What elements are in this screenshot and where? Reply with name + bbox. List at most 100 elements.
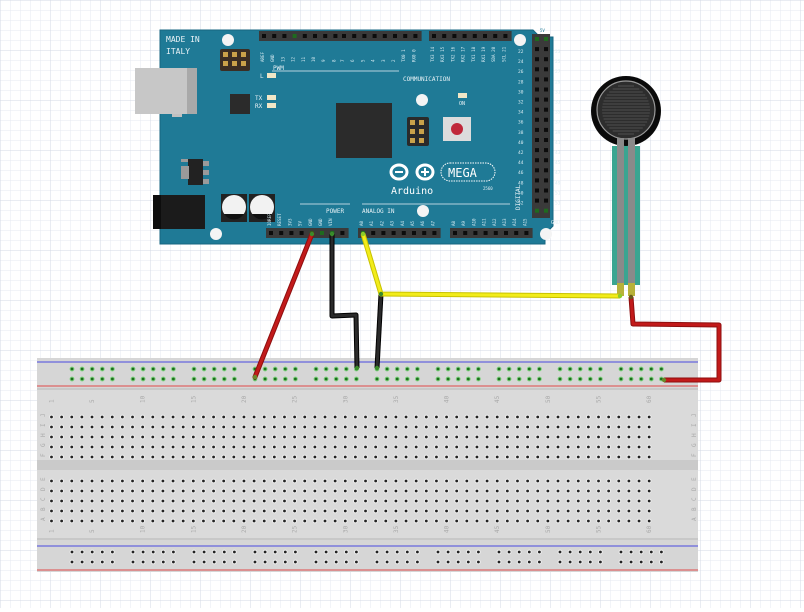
power-rail-hole[interactable] xyxy=(192,377,196,381)
breadboard-hole[interactable] xyxy=(556,445,560,449)
breadboard-hole[interactable] xyxy=(597,445,600,449)
header-pin[interactable] xyxy=(544,87,548,92)
header-pin[interactable] xyxy=(544,198,548,203)
power-rail-hole[interactable] xyxy=(294,550,297,554)
breadboard-hole[interactable] xyxy=(161,415,165,419)
power-rail-hole[interactable] xyxy=(141,550,145,554)
breadboard-hole[interactable] xyxy=(313,435,317,439)
power-rail-hole[interactable] xyxy=(578,367,582,371)
header-pin[interactable] xyxy=(393,34,397,38)
breadboard-hole[interactable] xyxy=(516,509,519,513)
breadboard-hole[interactable] xyxy=(100,455,104,459)
power-rail-hole[interactable] xyxy=(619,377,623,381)
power-rail-hole[interactable] xyxy=(568,377,572,381)
breadboard-hole[interactable] xyxy=(212,425,215,429)
breadboard-hole[interactable] xyxy=(455,499,459,503)
power-rail-hole[interactable] xyxy=(100,367,104,371)
breadboard-hole[interactable] xyxy=(50,509,53,513)
breadboard-hole[interactable] xyxy=(272,519,276,523)
breadboard-hole[interactable] xyxy=(323,519,327,523)
breadboard-hole[interactable] xyxy=(262,445,266,449)
breadboard-hole[interactable] xyxy=(262,435,266,439)
breadboard-hole[interactable] xyxy=(343,519,347,523)
breadboard-hole[interactable] xyxy=(414,415,418,419)
header-pin[interactable] xyxy=(544,178,548,183)
breadboard-hole[interactable] xyxy=(110,509,114,513)
breadboard-hole[interactable] xyxy=(222,499,226,503)
power-rail-hole[interactable] xyxy=(416,560,419,564)
breadboard-hole[interactable] xyxy=(597,435,600,439)
breadboard-hole[interactable] xyxy=(343,425,347,429)
breadboard-hole[interactable] xyxy=(516,479,519,483)
breadboard-hole[interactable] xyxy=(505,445,509,449)
header-pin[interactable] xyxy=(323,34,328,38)
power-rail-hole[interactable] xyxy=(497,367,501,371)
power-rail-hole[interactable] xyxy=(202,560,206,564)
breadboard-hole[interactable] xyxy=(50,445,53,449)
breadboard-hole[interactable] xyxy=(424,415,428,419)
breadboard-hole[interactable] xyxy=(566,489,570,493)
breadboard-hole[interactable] xyxy=(374,509,378,513)
breadboard-hole[interactable] xyxy=(536,509,540,513)
breadboard-hole[interactable] xyxy=(414,445,418,449)
breadboard-hole[interactable] xyxy=(556,425,560,429)
breadboard-hole[interactable] xyxy=(283,479,286,483)
breadboard-hole[interactable] xyxy=(475,455,479,459)
breadboard-hole[interactable] xyxy=(70,455,74,459)
breadboard-hole[interactable] xyxy=(171,509,175,513)
header-pin[interactable] xyxy=(544,208,548,213)
power-rail-hole[interactable] xyxy=(436,550,440,554)
breadboard-hole[interactable] xyxy=(232,435,236,439)
breadboard-hole[interactable] xyxy=(586,519,590,523)
breadboard-hole[interactable] xyxy=(586,435,590,439)
power-rail-hole[interactable] xyxy=(192,550,196,554)
power-rail-hole[interactable] xyxy=(395,367,399,371)
breadboard-hole[interactable] xyxy=(566,509,570,513)
power-rail-hole[interactable] xyxy=(334,377,338,381)
breadboard-hole[interactable] xyxy=(313,519,317,523)
breadboard-hole[interactable] xyxy=(202,435,205,439)
breadboard-hole[interactable] xyxy=(232,425,236,429)
breadboard-hole[interactable] xyxy=(252,489,256,493)
header-pin[interactable] xyxy=(463,231,468,235)
breadboard-hole[interactable] xyxy=(495,455,499,459)
breadboard-hole[interactable] xyxy=(343,489,347,493)
power-rail-hole[interactable] xyxy=(70,550,74,554)
breadboard-hole[interactable] xyxy=(374,425,378,429)
breadboard-hole[interactable] xyxy=(516,499,519,503)
header-pin[interactable] xyxy=(279,231,284,235)
breadboard-hole[interactable] xyxy=(262,509,266,513)
breadboard-hole[interactable] xyxy=(586,509,590,513)
breadboard-hole[interactable] xyxy=(262,489,266,493)
breadboard-hole[interactable] xyxy=(212,445,215,449)
breadboard-hole[interactable] xyxy=(242,489,246,493)
breadboard-hole[interactable] xyxy=(475,435,479,439)
power-rail-hole[interactable] xyxy=(314,367,318,371)
header-pin[interactable] xyxy=(483,34,487,38)
breadboard-hole[interactable] xyxy=(242,479,246,483)
breadboard-hole[interactable] xyxy=(414,479,418,483)
breadboard-hole[interactable] xyxy=(414,435,418,439)
breadboard-hole[interactable] xyxy=(637,435,641,439)
breadboard-hole[interactable] xyxy=(414,455,418,459)
breadboard-hole[interactable] xyxy=(110,455,114,459)
breadboard-hole[interactable] xyxy=(435,489,438,493)
breadboard-hole[interactable] xyxy=(110,479,114,483)
power-rail-hole[interactable] xyxy=(405,377,409,381)
header-pin[interactable] xyxy=(544,127,548,132)
power-rail-hole[interactable] xyxy=(538,560,541,564)
power-rail-hole[interactable] xyxy=(233,560,236,564)
breadboard-hole[interactable] xyxy=(627,489,631,493)
breadboard-hole[interactable] xyxy=(414,509,418,513)
breadboard-hole[interactable] xyxy=(435,509,438,513)
breadboard-hole[interactable] xyxy=(151,455,155,459)
breadboard-hole[interactable] xyxy=(191,415,195,419)
header-pin[interactable] xyxy=(544,117,548,122)
breadboard-hole[interactable] xyxy=(202,415,205,419)
breadboard-hole[interactable] xyxy=(50,455,53,459)
breadboard-hole[interactable] xyxy=(505,509,509,513)
power-rail-hole[interactable] xyxy=(283,367,287,371)
breadboard-hole[interactable] xyxy=(546,435,550,439)
header-pin[interactable] xyxy=(483,231,488,235)
breadboard-hole[interactable] xyxy=(414,499,418,503)
